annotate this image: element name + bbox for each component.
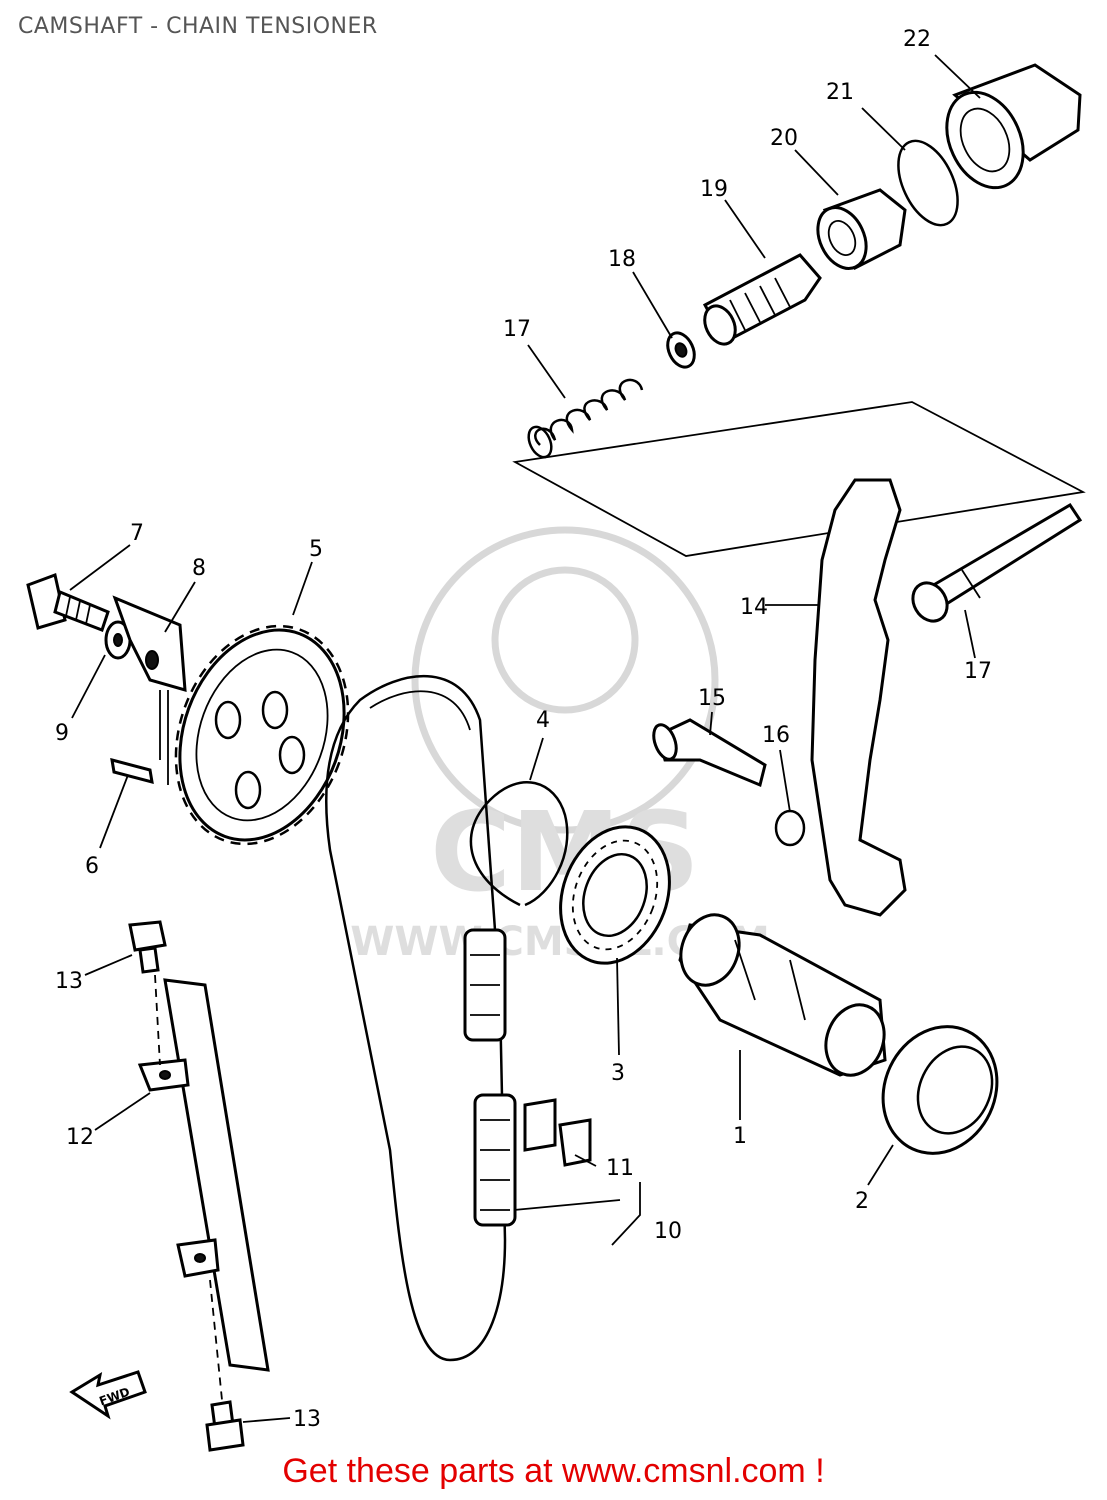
part-2-bearing[interactable]: [863, 1008, 1018, 1172]
part-12-chain-guide[interactable]: [137, 978, 270, 1372]
part-20-tensioner-rod[interactable]: [699, 253, 822, 349]
label-21: 20: [770, 126, 798, 151]
leader-lines: [69, 54, 981, 1423]
label-20: 19: [700, 177, 728, 202]
label-17-visible: 17: [964, 659, 992, 684]
label-22: 21: [826, 80, 854, 105]
label-10: 10: [654, 1219, 682, 1244]
label-8: 8: [192, 556, 206, 581]
part-19-washer[interactable]: [663, 329, 700, 372]
label-3: 3: [611, 1061, 625, 1086]
part-13-bolt-upper[interactable]: [128, 920, 167, 974]
label-9: 9: [55, 721, 69, 746]
part-13-bolt-lower[interactable]: [205, 1400, 245, 1452]
part-11-joint-link[interactable]: [523, 1098, 592, 1167]
label-12: 12: [66, 1125, 94, 1150]
timing-chain-inner: [369, 690, 471, 731]
part-15-shaft[interactable]: [649, 718, 767, 788]
part-18-spring[interactable]: [524, 378, 644, 461]
timing-chain-loop: [325, 675, 507, 1362]
label-16: 16: [762, 723, 790, 748]
part-16-circlip[interactable]: [774, 809, 806, 847]
label-11: 11: [606, 1156, 634, 1181]
label-18: 17: [503, 317, 531, 342]
label-15: 15: [698, 686, 726, 711]
part-1-camshaft[interactable]: [671, 907, 893, 1084]
part-4-circlip[interactable]: [469, 781, 569, 907]
label-19: 18: [608, 247, 636, 272]
page-title: CAMSHAFT - CHAIN TENSIONER: [18, 14, 378, 39]
tensioner-group-frame: [512, 401, 1086, 557]
label-6: 6: [85, 854, 99, 879]
part-14-tensioner-guide[interactable]: [810, 478, 907, 917]
part-17-pivot-bolt[interactable]: [906, 502, 1083, 627]
bolt-alignment-line-lower: [209, 1279, 223, 1401]
label-1: 1: [733, 1124, 747, 1149]
part-5-cam-sprocket[interactable]: [147, 602, 378, 869]
part-6-dowel-pin[interactable]: [110, 757, 154, 785]
label-2: 2: [855, 1189, 869, 1214]
label-13-lower: 13: [293, 1407, 321, 1432]
part-3-bearing[interactable]: [542, 811, 688, 978]
part-9-washer[interactable]: [104, 620, 132, 660]
bolt-alignment-line-upper: [154, 974, 161, 1066]
label-7: 7: [130, 521, 144, 546]
label-23: 22: [903, 27, 931, 52]
fwd-arrow: FWD: [69, 1370, 147, 1420]
label-13-upper: 13: [55, 969, 83, 994]
label-5: 5: [309, 537, 323, 562]
part-7-bolt[interactable]: [26, 572, 110, 632]
part-21-tensioner-cap-bolt[interactable]: [809, 188, 907, 276]
part-10-chain-links[interactable]: [463, 928, 517, 1227]
label-4: 4: [536, 708, 550, 733]
dowel-leader: [159, 690, 169, 785]
footer-promo-link[interactable]: Get these parts at www.cmsnl.com !: [282, 1452, 825, 1490]
part-8-lock-plate[interactable]: [112, 595, 187, 693]
part-23-tensioner-body[interactable]: [932, 63, 1082, 200]
label-14: 14: [740, 595, 768, 620]
part-22-o-ring[interactable]: [886, 132, 969, 235]
